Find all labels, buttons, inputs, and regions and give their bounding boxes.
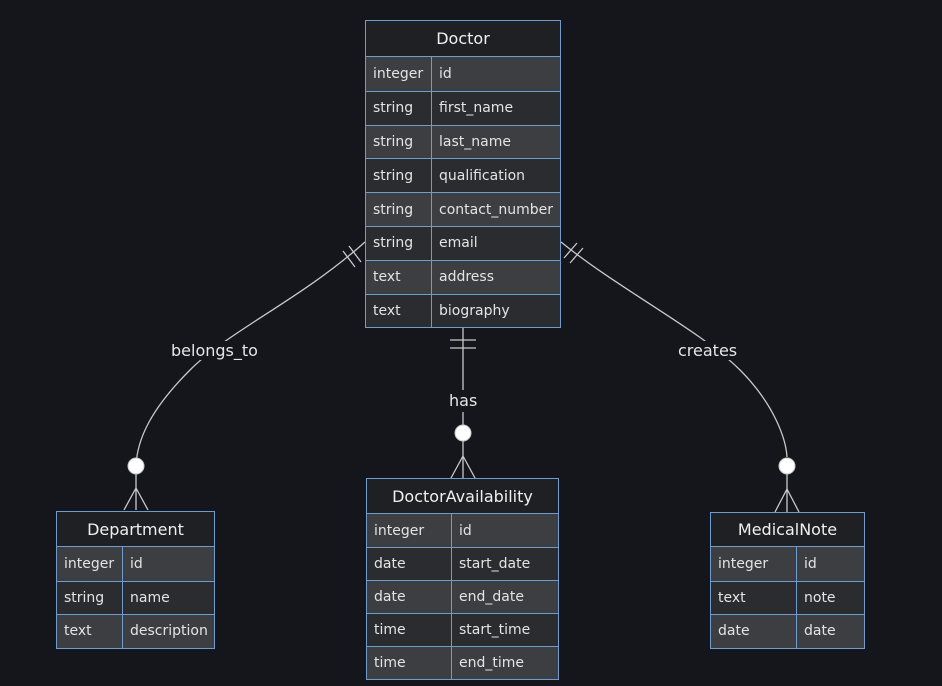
edge-creates — [560, 241, 788, 458]
attribute-row: integer id — [711, 547, 864, 581]
attribute-row: integer id — [366, 57, 560, 91]
entity-department[interactable]: Department integer id string name text descri… — [56, 511, 215, 649]
attribute-row: date end_date — [367, 580, 558, 613]
belongs-to-zero-marker — [127, 457, 145, 475]
attribute-type: integer — [366, 57, 432, 91]
attribute-name: email — [439, 235, 478, 252]
attribute-type: string — [366, 125, 432, 159]
creates-zero-marker — [778, 457, 796, 475]
attribute-name: first_name — [439, 100, 514, 117]
attribute-row: integer id — [367, 514, 558, 547]
attribute-type: text — [366, 294, 432, 328]
entity-title: Department — [57, 512, 214, 547]
entity-title: MedicalNote — [711, 513, 864, 547]
belongs-to-one-marker-a — [342, 250, 356, 268]
attribute-type: time — [367, 614, 452, 646]
attribute-type: text — [366, 260, 432, 294]
creates-one-marker-b — [569, 247, 584, 264]
attribute-type: time — [367, 647, 452, 679]
attribute-row: date start_date — [367, 547, 558, 580]
attribute-name: contact_number — [439, 201, 554, 218]
attribute-name: date — [804, 623, 836, 640]
attribute-name: qualification — [439, 167, 526, 184]
attribute-name: name — [130, 589, 170, 606]
attribute-name: biography — [439, 302, 510, 319]
attribute-row: string contact_number — [366, 192, 560, 226]
attribute-name: note — [804, 589, 836, 606]
attribute-name: start_date — [459, 556, 531, 572]
attribute-type: integer — [367, 514, 452, 547]
attribute-row: integer id — [57, 547, 214, 581]
attribute-name: id — [459, 522, 472, 539]
attribute-name: end_date — [459, 589, 524, 605]
attribute-name: description — [130, 623, 208, 640]
attribute-row: string name — [57, 580, 214, 614]
has-zero-marker — [454, 424, 472, 442]
attribute-name: id — [439, 65, 452, 82]
attribute-name: id — [804, 555, 817, 572]
entity-title: DoctorAvailability — [367, 479, 558, 514]
entity-title: Doctor — [366, 21, 560, 57]
creates-one-marker-a — [563, 242, 578, 259]
attribute-type: date — [711, 615, 797, 648]
attribute-row: text description — [57, 614, 214, 648]
attribute-type: integer — [711, 547, 797, 581]
belongs-to-one-marker-b — [348, 245, 362, 263]
attribute-type: text — [711, 581, 797, 614]
attribute-row: date date — [711, 614, 864, 648]
attribute-row: string email — [366, 225, 560, 260]
attribute-type: string — [57, 581, 123, 614]
has-crowfoot — [450, 441, 476, 479]
relationship-label-creates: creates — [675, 341, 741, 360]
attribute-name: end_time — [459, 655, 525, 671]
belongs-to-crowfoot — [123, 474, 149, 511]
attribute-name: last_name — [439, 133, 511, 150]
attribute-name: address — [439, 269, 495, 286]
attribute-type: string — [366, 226, 432, 260]
attribute-row: string last_name — [366, 124, 560, 159]
attribute-type: date — [367, 581, 452, 613]
creates-crowfoot — [774, 474, 800, 513]
attribute-type: string — [366, 91, 432, 125]
attribute-name: start_time — [459, 622, 531, 638]
attribute-type: integer — [57, 547, 123, 581]
attribute-row: text biography — [366, 293, 560, 328]
attribute-row: text note — [711, 580, 864, 614]
attribute-row: time end_time — [367, 646, 558, 679]
attribute-type: string — [366, 193, 432, 226]
relationship-label-belongs-to: belongs_to — [168, 341, 261, 360]
attribute-type: string — [366, 159, 432, 193]
attribute-row: string qualification — [366, 158, 560, 193]
attribute-row: text address — [366, 259, 560, 294]
attribute-name: id — [130, 555, 143, 572]
attribute-type: date — [367, 548, 452, 580]
attribute-type: text — [57, 615, 123, 648]
attribute-row: string first_name — [366, 90, 560, 125]
attribute-list: integer id string name text description — [57, 547, 214, 648]
edge-belongs-to — [135, 241, 366, 467]
attribute-row: time start_time — [367, 613, 558, 646]
relationship-label-has: has — [446, 391, 481, 410]
